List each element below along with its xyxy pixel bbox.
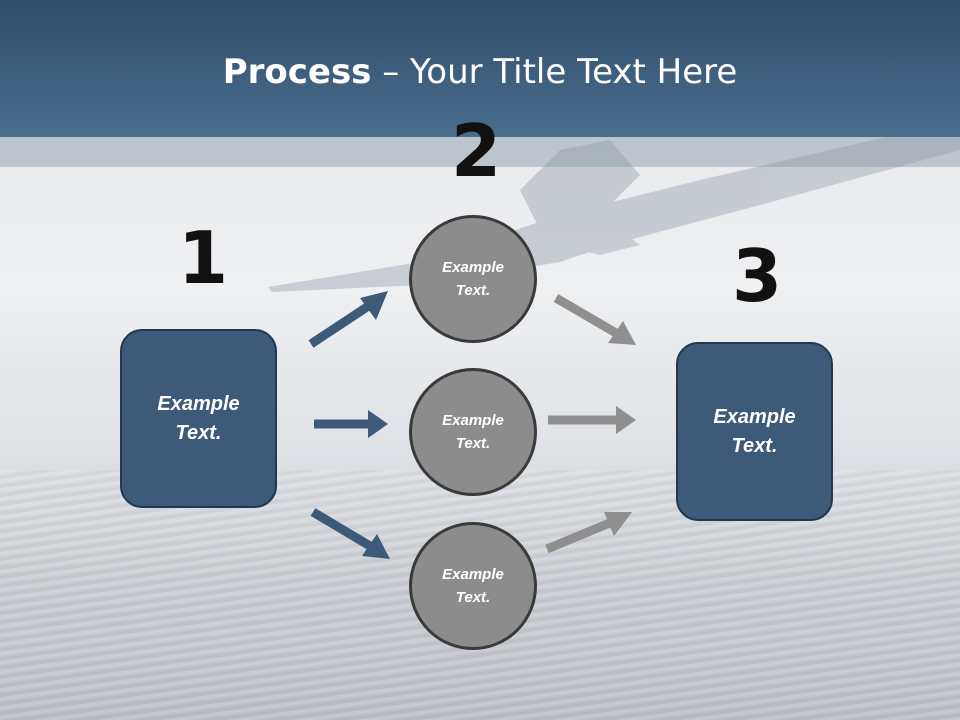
slide-title: Process – Your Title Text Here	[0, 52, 960, 92]
arrow-left-down	[310, 508, 390, 559]
title-bold: Process	[222, 52, 372, 92]
left-box-line2: Text.	[175, 421, 222, 444]
circle-bottom-line1: Example	[442, 566, 504, 583]
left-box-line1: Example	[157, 392, 240, 415]
title-rest: – Your Title Text Here	[371, 52, 738, 92]
step-number-3: 3	[732, 234, 783, 318]
circle-middle-line1: Example	[442, 412, 504, 429]
circle-middle-line2: Text.	[455, 435, 491, 452]
arrow-right-up	[545, 512, 632, 554]
circle-top-line1: Example	[442, 259, 504, 276]
right-box-line2: Text.	[731, 434, 778, 457]
header-bar	[0, 0, 960, 137]
step-number-2: 2	[451, 109, 502, 193]
arrow-left-mid	[314, 410, 388, 438]
header-band	[0, 137, 960, 167]
arrow-right-down	[553, 294, 636, 345]
arrow-right-mid	[548, 406, 636, 434]
circle-top-line2: Text.	[455, 282, 491, 299]
right-box-line1: Example	[713, 405, 796, 428]
step-number-1: 1	[178, 216, 229, 300]
circle-bottom-line2: Text.	[455, 589, 491, 606]
arrow-left-up	[308, 291, 388, 348]
